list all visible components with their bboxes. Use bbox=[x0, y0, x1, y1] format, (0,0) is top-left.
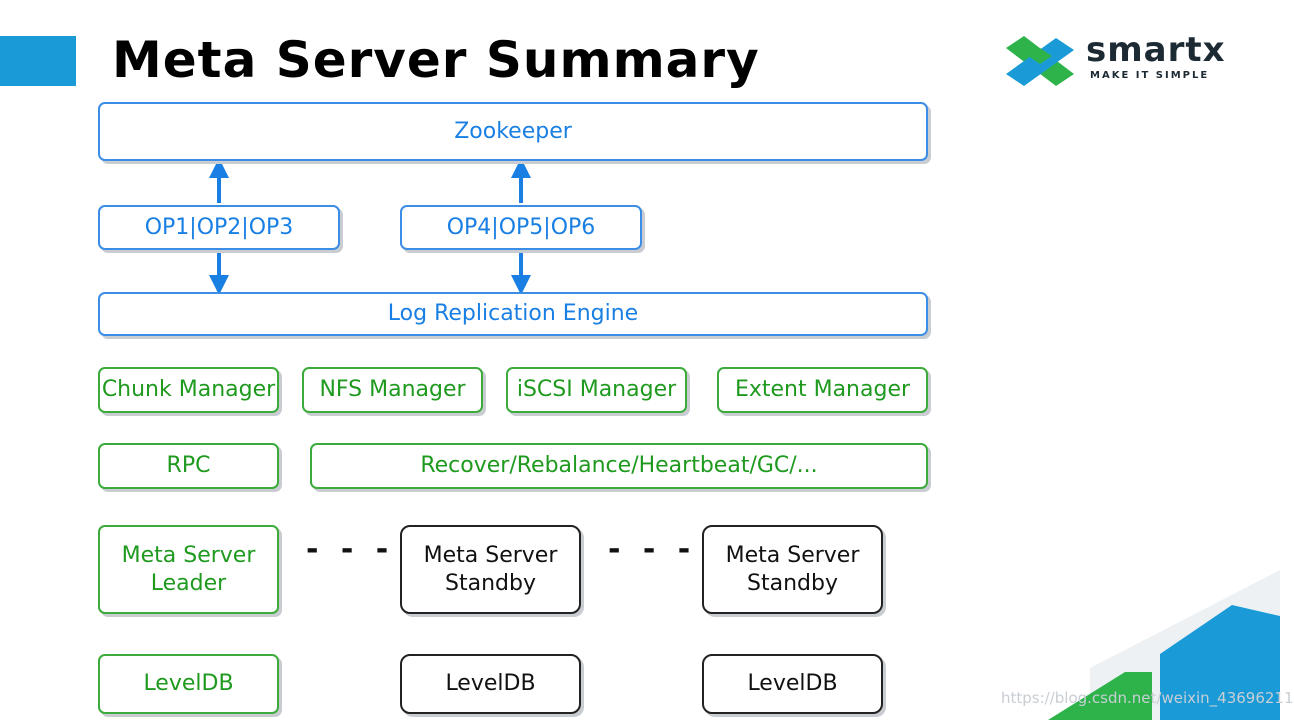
meta-server-standby-box-1: Meta Server Standby bbox=[400, 525, 581, 614]
iscsi-manager-box: iSCSI Manager bbox=[506, 367, 687, 413]
extent-manager-box: Extent Manager bbox=[717, 367, 928, 413]
nfs-manager-box: NFS Manager bbox=[302, 367, 483, 413]
meta-server-leader-box: Meta Server Leader bbox=[98, 525, 279, 614]
smartx-mark-icon bbox=[1006, 36, 1074, 86]
meta-server-standby-box-2: Meta Server Standby bbox=[702, 525, 883, 614]
leveldb-box-leader: LevelDB bbox=[98, 654, 279, 714]
logo-name: smartx bbox=[1086, 30, 1226, 70]
ellipsis-right: - - - bbox=[608, 532, 697, 567]
meta-server-standby-2-line1: Meta Server bbox=[725, 542, 860, 568]
meta-server-standby-2-line2: Standby bbox=[747, 570, 838, 596]
brand-logo: smartx MAKE IT SIMPLE bbox=[1004, 30, 1234, 90]
meta-server-leader-line1: Meta Server bbox=[121, 542, 256, 568]
leveldb-box-standby-1: LevelDB bbox=[400, 654, 581, 714]
source-watermark: https://blog.csdn.net/weixin_43696211 bbox=[1001, 689, 1294, 707]
ellipsis-left: - - - bbox=[306, 532, 395, 567]
meta-server-leader-line2: Leader bbox=[150, 570, 227, 596]
background-tasks-box: Recover/Rebalance/Heartbeat/GC/... bbox=[310, 443, 928, 489]
ops-box-left: OP1|OP2|OP3 bbox=[98, 205, 340, 250]
leveldb-box-standby-2: LevelDB bbox=[702, 654, 883, 714]
meta-server-standby-1-line2: Standby bbox=[445, 570, 536, 596]
accent-bar bbox=[0, 36, 76, 86]
page-title: Meta Server Summary bbox=[112, 31, 760, 89]
logo-tagline: MAKE IT SIMPLE bbox=[1090, 70, 1210, 81]
log-replication-engine-box: Log Replication Engine bbox=[98, 292, 928, 336]
rpc-box: RPC bbox=[98, 443, 279, 489]
ops-box-right: OP4|OP5|OP6 bbox=[400, 205, 642, 250]
chunk-manager-box: Chunk Manager bbox=[98, 367, 279, 413]
meta-server-standby-1-line1: Meta Server bbox=[423, 542, 558, 568]
zookeeper-box: Zookeeper bbox=[98, 102, 928, 161]
